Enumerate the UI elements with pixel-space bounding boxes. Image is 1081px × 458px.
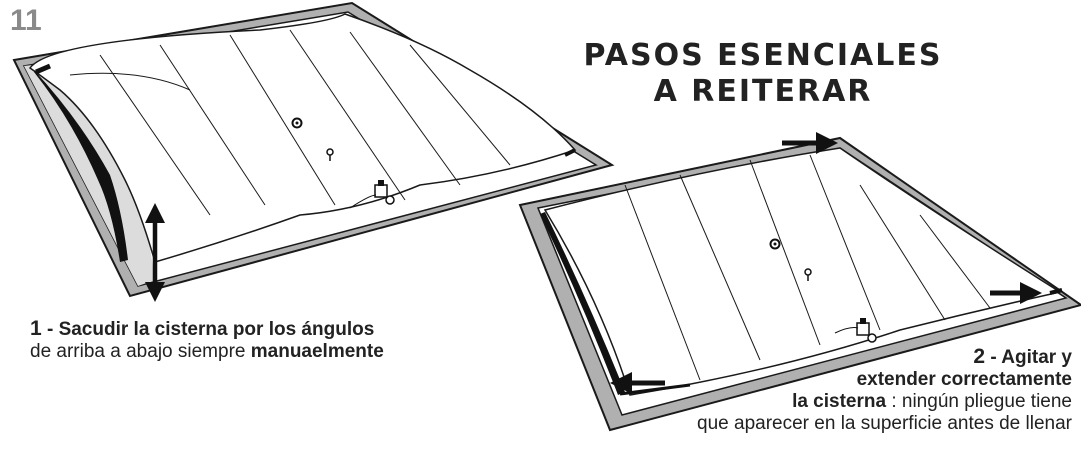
arrow-up-down-icon <box>145 203 165 302</box>
arrow-left-icon <box>610 372 665 394</box>
step-1-caption: 1 - Sacudir la cisterna por los ángulos … <box>30 318 384 363</box>
arrow-right-icon <box>782 132 838 154</box>
valve-icon <box>349 180 395 209</box>
step-2-heading: - Agitar y <box>985 347 1072 368</box>
step-1-heading: - Sacudir la cisterna por los ángulos <box>41 319 375 340</box>
step-1-number: 1 <box>30 317 42 340</box>
left-mattress <box>12 1 615 302</box>
title-line-2: A REITERAR <box>653 74 873 109</box>
step-2-line-2: extender correctamente <box>856 369 1072 390</box>
title-line-1: PASOS ESENCIALES <box>583 38 943 73</box>
step-2-line-3: : ningún pliegue tiene <box>886 391 1072 412</box>
step-number: 11 <box>10 4 42 37</box>
step-2-number: 2 <box>973 345 986 368</box>
step-1-text: de arriba a abajo siempre <box>30 341 251 362</box>
right-mattress <box>518 132 1081 432</box>
step-2-line-3-bold: la cisterna <box>792 391 887 412</box>
arrow-right-icon <box>990 282 1042 304</box>
step-2-caption: 2 - Agitar y extender correctamente la c… <box>697 346 1072 435</box>
step-1-emphasis: manuaelmente <box>250 341 384 362</box>
page-title: PASOS ESENCIALES A REITERAR <box>548 38 978 110</box>
valve-icon <box>834 318 877 343</box>
step-2-line-4: que aparecer en la superficie antes de l… <box>697 413 1072 434</box>
